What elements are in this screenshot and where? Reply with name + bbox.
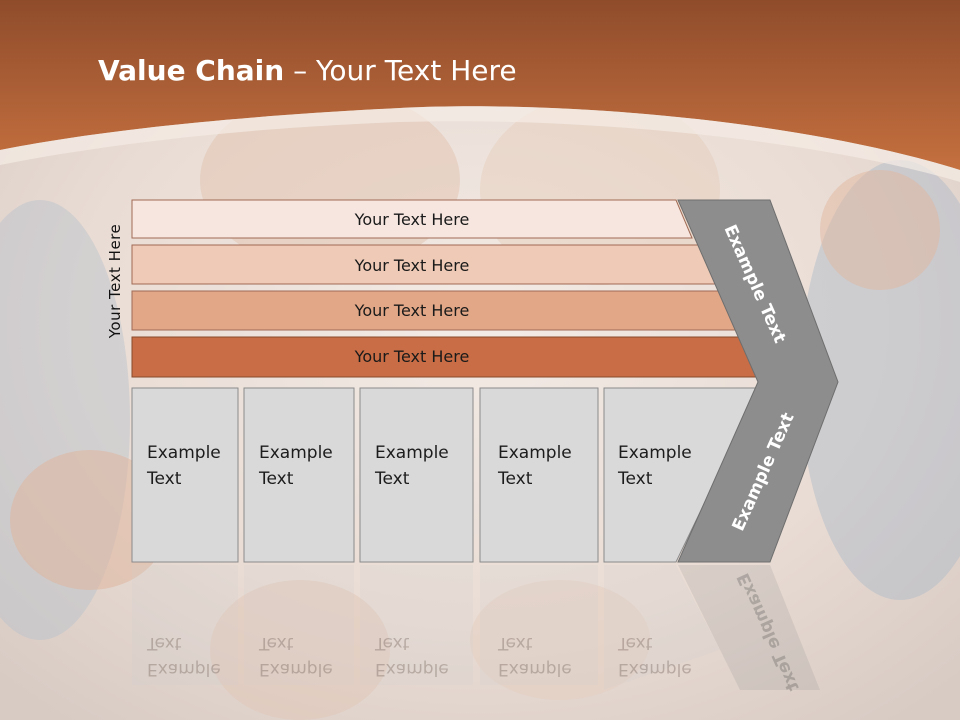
row-shape-1[interactable] bbox=[131, 199, 693, 239]
chevron-arrow[interactable] bbox=[677, 199, 839, 563]
row-label-2: Your Text Here bbox=[354, 255, 470, 275]
reflection-group bbox=[132, 565, 820, 690]
row-label-4: Your Text Here bbox=[354, 346, 470, 366]
cell-shape-5[interactable] bbox=[603, 387, 761, 563]
cell-shape-4[interactable] bbox=[479, 387, 599, 563]
cell-shape-1[interactable] bbox=[131, 387, 239, 563]
slide-title: Value Chain – Your Text Here bbox=[98, 54, 517, 87]
title-rest: – Your Text Here bbox=[284, 54, 517, 87]
cell-shape-3[interactable] bbox=[359, 387, 474, 563]
row-label-3: Your Text Here bbox=[354, 300, 470, 320]
row-label-1: Your Text Here bbox=[354, 209, 470, 229]
cell-shape-2[interactable] bbox=[243, 387, 355, 563]
title-bold: Value Chain bbox=[98, 54, 285, 87]
